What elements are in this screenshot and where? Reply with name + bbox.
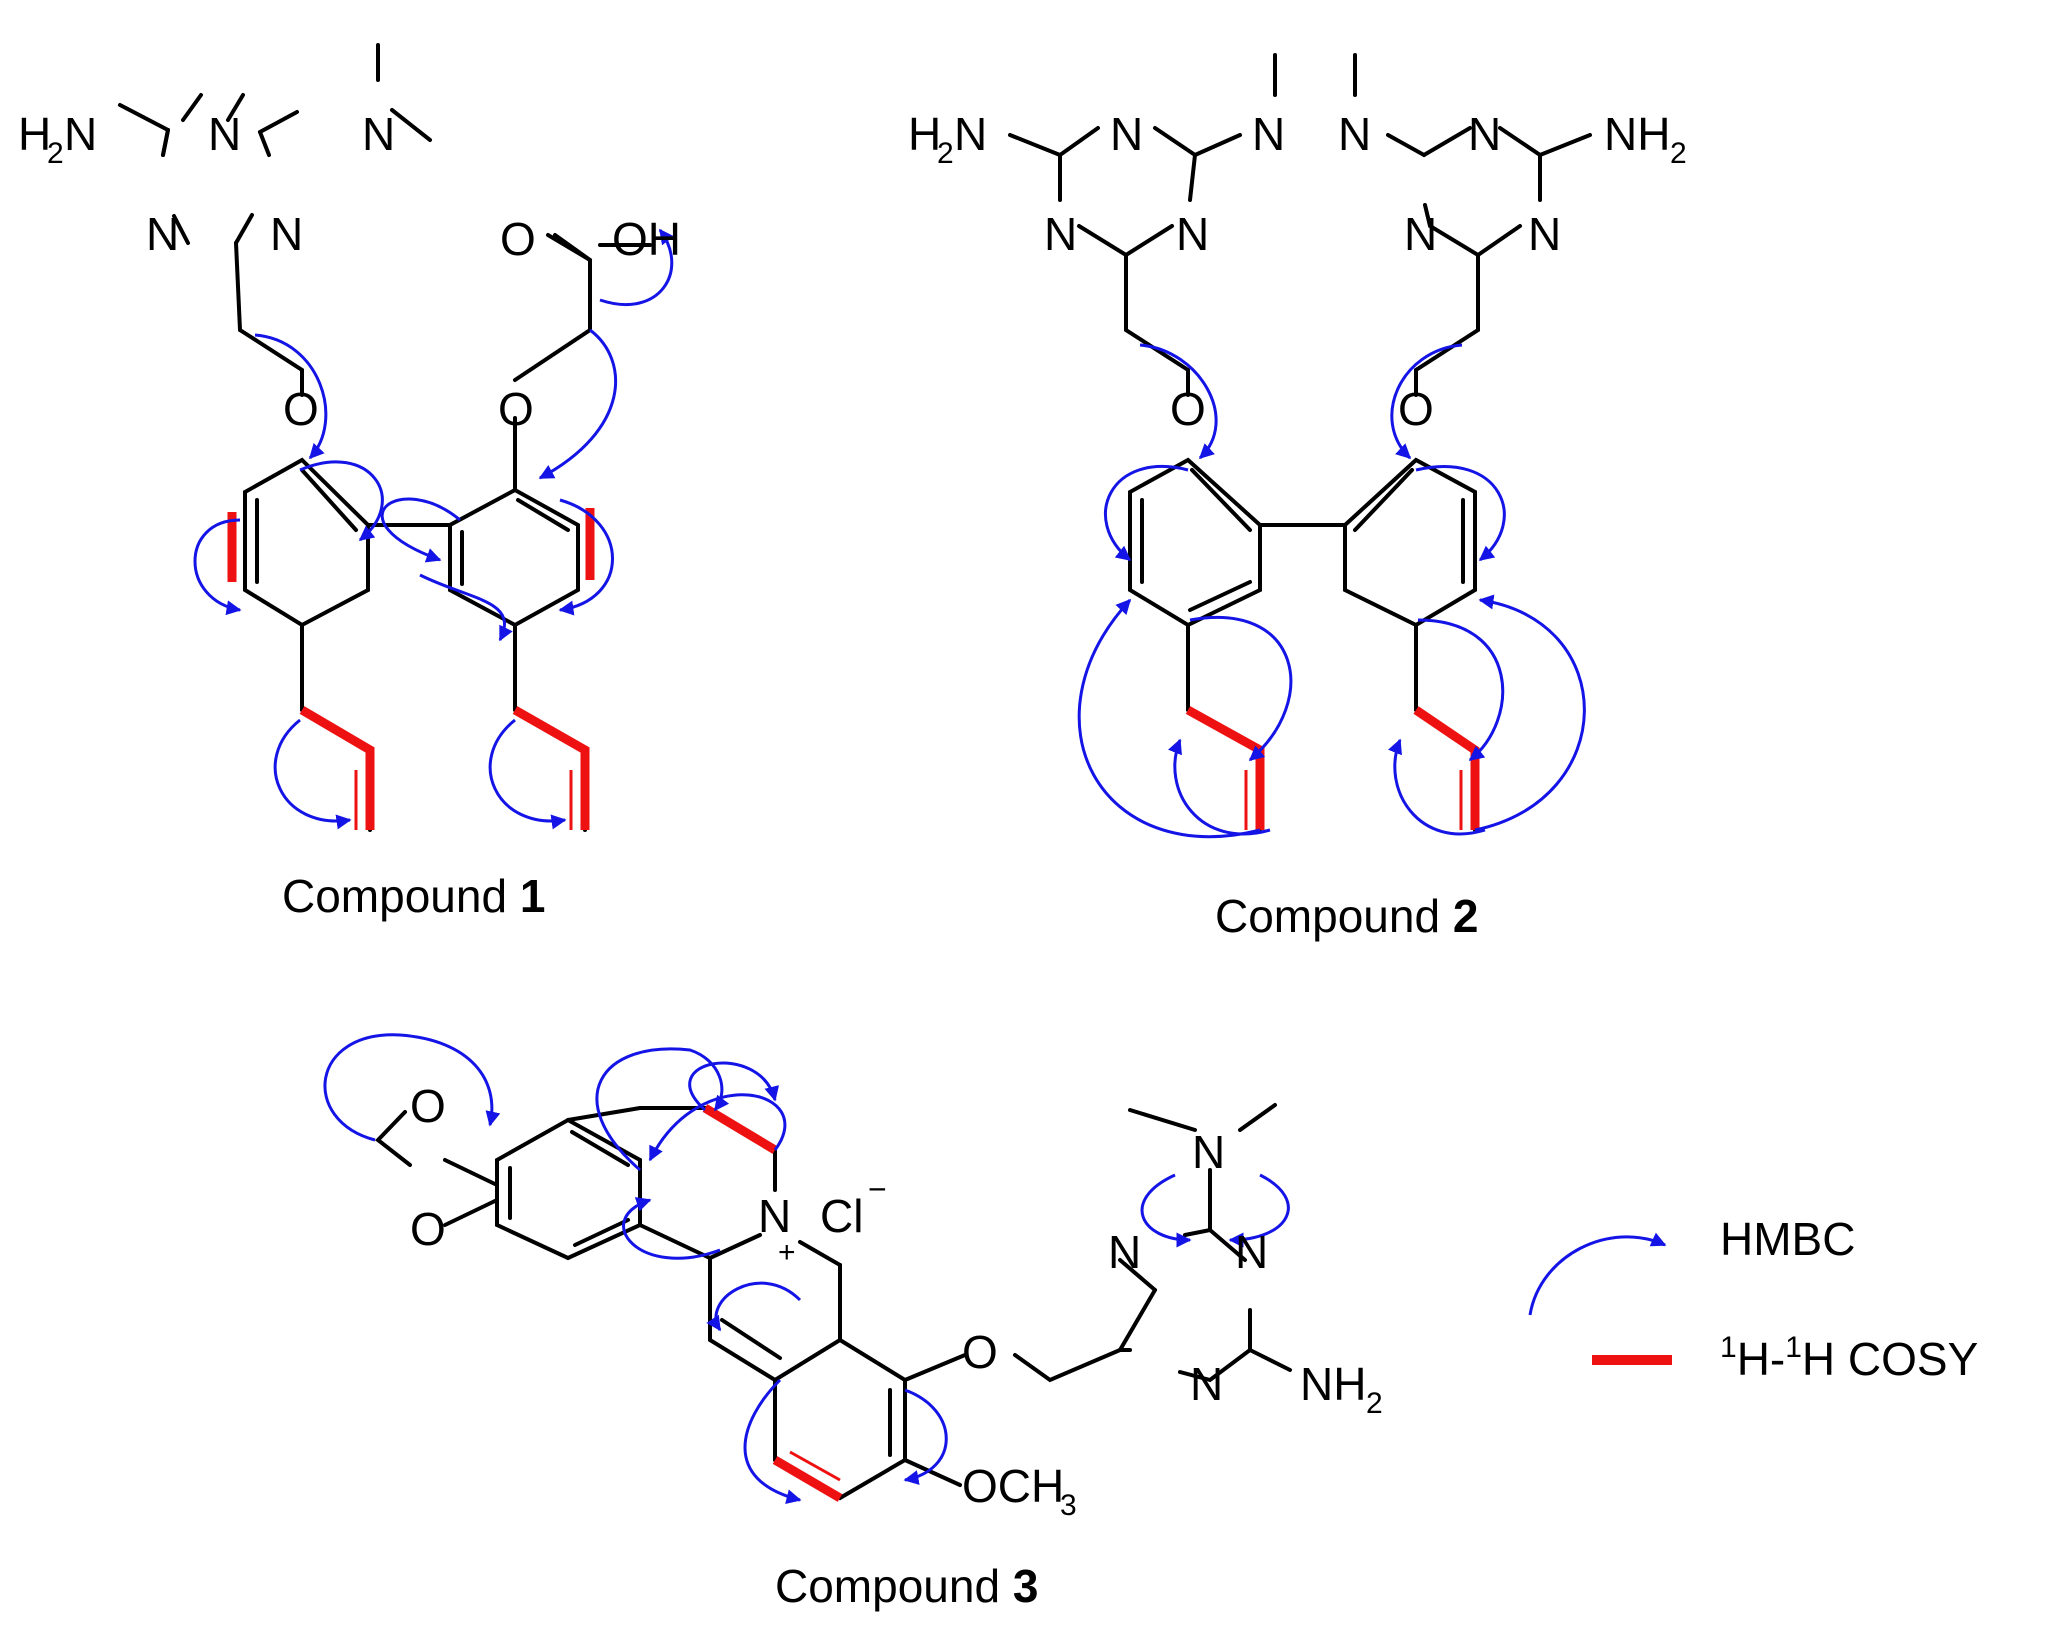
- compound-2-structure: [1008, 53, 1592, 832]
- compound-1-hmbc-arrows: [193, 228, 675, 830]
- c3-minus-charge: −: [868, 1171, 887, 1207]
- c1-triazine-n-right: N: [270, 208, 303, 260]
- c3-triazine-n-bottom: N: [1190, 1358, 1223, 1410]
- compound-3-atom-labels: O O N + Cl − O OCH 3 N N N N NH 2: [410, 1080, 1383, 1522]
- c2-ether-o-right: O: [1398, 383, 1434, 435]
- compound-1-structure: [118, 43, 652, 832]
- c3-nh2-sub: 2: [1366, 1387, 1383, 1420]
- compound-2-hmbc-arrows: [1077, 343, 1586, 838]
- compound-3-cosy-bonds: [702, 1104, 843, 1502]
- legend-hmbc-label: HMBC: [1720, 1213, 1855, 1265]
- c3-chloride: Cl: [820, 1190, 863, 1242]
- c2-bridge-n-left: N: [1252, 108, 1285, 160]
- legend: HMBC 1H-1H COSY: [1528, 1213, 1978, 1385]
- c3-dioxole-o-top: O: [410, 1080, 446, 1132]
- c2-h2n-n: N: [954, 108, 987, 160]
- c3-och3-och: OCH: [962, 1460, 1064, 1512]
- c1-hydroxyl-oh: OH: [612, 213, 681, 265]
- c2-tri2-n-top: N: [1468, 108, 1501, 160]
- c2-ether-o-left: O: [1170, 383, 1206, 435]
- c3-plus-charge: +: [778, 1236, 796, 1269]
- c2-h2n-h: H: [908, 108, 941, 160]
- c2-nh2-nh: NH: [1604, 108, 1670, 160]
- c3-dioxole-o-bottom: O: [410, 1203, 446, 1255]
- c1-ether-o-left: O: [283, 383, 319, 435]
- legend-hmbc-arrow-icon: [1528, 1232, 1667, 1316]
- c1-nme2-n: N: [362, 108, 395, 160]
- compound-3-label: Compound 3: [775, 1560, 1038, 1612]
- c3-nme2-n: N: [1192, 1126, 1225, 1178]
- c1-h2n-sub: 2: [47, 137, 64, 170]
- c2-tri2-n-right: N: [1528, 208, 1561, 260]
- c2-h2n-sub: 2: [937, 137, 954, 170]
- c3-triazine-n-right: N: [1235, 1226, 1268, 1278]
- c3-ether-o: O: [962, 1326, 998, 1378]
- compound-2-label: Compound 2: [1215, 890, 1478, 942]
- compound-1-cosy-bonds: [227, 508, 595, 830]
- c1-h2n-n: N: [64, 108, 97, 160]
- c2-tri2-n-left: N: [1404, 208, 1437, 260]
- c2-nh2-sub: 2: [1670, 137, 1687, 170]
- compound-2-cosy-bonds: [1185, 706, 1480, 830]
- compound-3-structure: [375, 1103, 1292, 1501]
- c1-carbonyl-o: O: [500, 213, 536, 265]
- c2-tri1-n-right: N: [1176, 208, 1209, 260]
- compound-1-label: Compound 1: [282, 870, 545, 922]
- compound-1-atom-labels: H 2 N N N N N O O O OH: [18, 108, 681, 435]
- c2-bridge-n-right: N: [1338, 108, 1371, 160]
- c1-triazine-n-left: N: [146, 208, 179, 260]
- legend-cosy-label: 1H-1H COSY: [1720, 1331, 1978, 1385]
- c3-triazine-n-left: N: [1108, 1226, 1141, 1278]
- c2-tri1-n-top: N: [1110, 108, 1143, 160]
- c1-ether-o-right: O: [498, 383, 534, 435]
- c2-tri1-n-left: N: [1044, 208, 1077, 260]
- compound-2-atom-labels: H 2 N N N N N N N N N NH 2 O O: [908, 108, 1687, 435]
- c3-och3-sub: 3: [1060, 1489, 1077, 1522]
- c1-triazine-n-top: N: [208, 108, 241, 160]
- c3-nh2-nh: NH: [1300, 1358, 1366, 1410]
- c1-h2n-h: H: [18, 108, 51, 160]
- compound-3-hmbc-arrows: [323, 1033, 1290, 1504]
- c3-iminium-n: N: [758, 1190, 791, 1242]
